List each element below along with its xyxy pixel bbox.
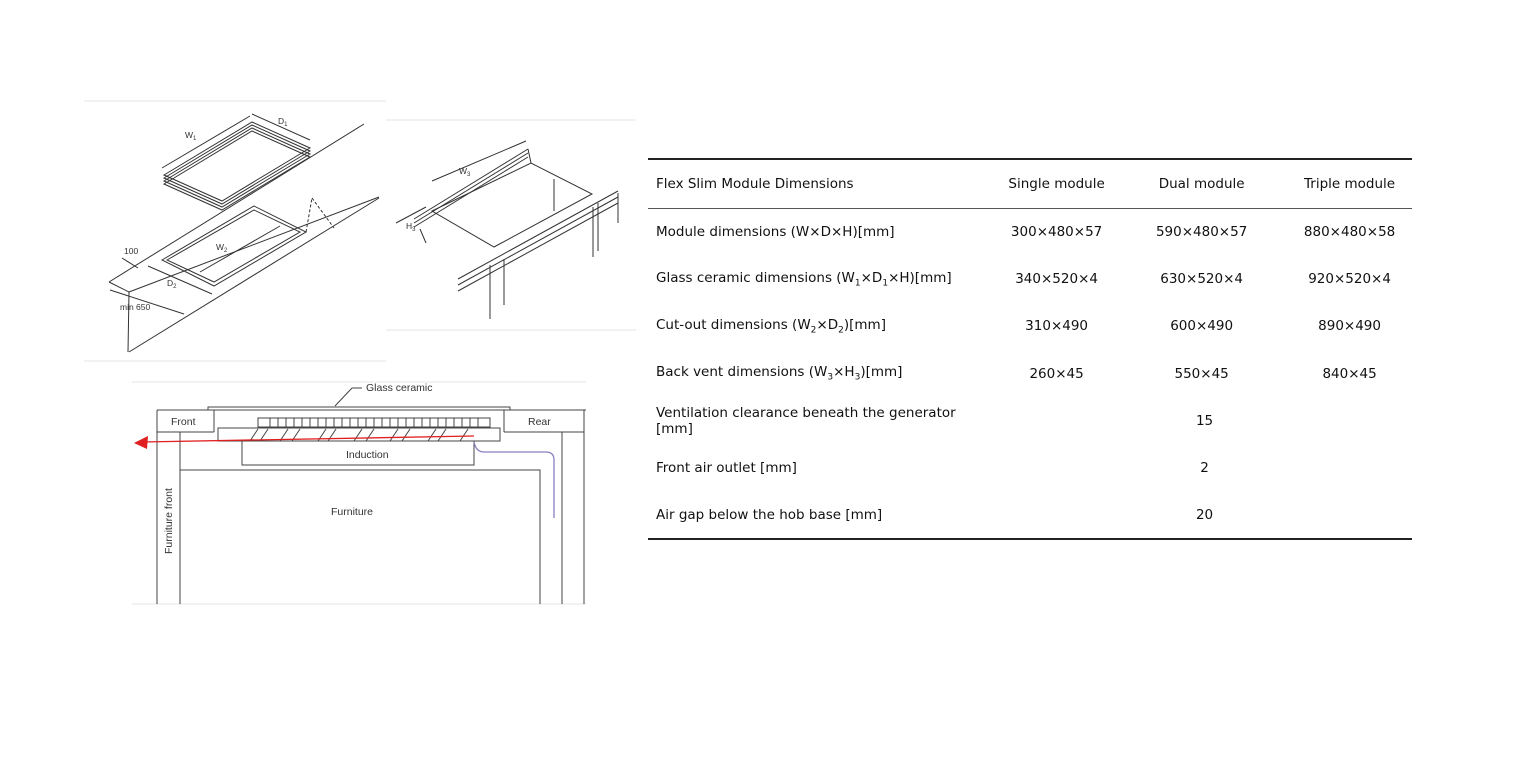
label-part: ×D xyxy=(860,269,883,286)
label-part: Back vent dimensions (W xyxy=(656,364,828,381)
label-part: Module dimensions (W xyxy=(656,223,810,240)
row-label: Back vent dimensions (W3×H3)[mm] xyxy=(648,350,997,397)
label-subscript: 2 xyxy=(810,325,817,336)
svg-text:H3: H3 xyxy=(406,221,416,233)
row-label: Cut-out dimensions (W2×D2)[mm] xyxy=(648,303,997,350)
svg-text:W2: W2 xyxy=(216,242,228,254)
table-row: Air gap below the hob base [mm] 20 xyxy=(648,491,1412,541)
svg-text:W3: W3 xyxy=(459,166,471,178)
label-part: )[mm] xyxy=(843,316,886,333)
row-label: Front air outlet [mm] xyxy=(656,460,797,477)
merged-value: 2 xyxy=(1200,460,1209,477)
vent-path-line xyxy=(473,441,555,518)
label-part: D xyxy=(820,223,831,240)
table-row: Module dimensions (W×D×H)[mm] 300×480×57… xyxy=(648,208,1412,255)
cross-section-diagram: Glass ceramic Front Rear Induction Furni… xyxy=(132,381,586,605)
label-part: ×H xyxy=(833,364,855,381)
value-dual: 590×480×57 xyxy=(1155,223,1248,240)
furniture-front-label: Furniture front xyxy=(163,488,175,554)
label-subscript: 3 xyxy=(854,372,861,383)
value-dual: 600×490 xyxy=(1170,318,1234,335)
d1-label: D xyxy=(278,116,284,126)
label-part: ×H)[mm] xyxy=(888,269,952,286)
table-header-row: Flex Slim Module Dimensions Single modul… xyxy=(648,158,1412,209)
value-dual: 630×520×4 xyxy=(1160,270,1243,287)
table-row: Back vent dimensions (W3×H3)[mm] 260×45 … xyxy=(648,350,1412,397)
svg-text:W1: W1 xyxy=(185,130,197,142)
w2-sub: 2 xyxy=(224,248,228,254)
w2-label: W xyxy=(216,242,224,252)
table-row: Ventilation clearance beneath the genera… xyxy=(648,397,1412,444)
h3-sub: 3 xyxy=(412,227,416,233)
glass-ceramic-label: Glass ceramic xyxy=(366,382,433,394)
d2-sub: 2 xyxy=(173,284,177,290)
isometric-back-vent-diagram: W3 H3 xyxy=(386,119,636,331)
w3-sub: 3 xyxy=(467,172,471,178)
label-part: × xyxy=(830,223,843,240)
label-part: Cut-out dimensions (W xyxy=(656,316,811,333)
value-single: 300×480×57 xyxy=(1010,223,1103,240)
dimension-100-label: 100 xyxy=(124,246,138,256)
w3-label: W xyxy=(459,166,467,176)
isometric-cutout-diagram: W1 D1 W2 D2 100 min 650 xyxy=(84,100,386,362)
row-label: Glass ceramic dimensions (W1×D1×H)[mm] xyxy=(648,255,997,302)
d1-sub: 1 xyxy=(284,122,288,128)
value-single: 340×520×4 xyxy=(1015,270,1098,287)
row-label: Module dimensions (W×D×H)[mm] xyxy=(648,208,997,255)
value-triple: 840×45 xyxy=(1322,365,1377,382)
header-module-dimensions: Flex Slim Module Dimensions xyxy=(648,158,998,209)
label-part: Glass ceramic dimensions (W xyxy=(656,269,855,286)
w1-label: W xyxy=(185,130,193,140)
row-label: Air gap below the hob base [mm] xyxy=(648,491,998,541)
value-triple: 920×520×4 xyxy=(1308,270,1391,287)
dimensions-table: Flex Slim Module Dimensions Single modul… xyxy=(648,158,1412,541)
value-single: 260×45 xyxy=(1029,365,1084,382)
header-single-module: Single module xyxy=(997,158,1117,209)
h3-label: H xyxy=(406,221,412,231)
merged-value: 15 xyxy=(1195,412,1214,429)
value-triple: 880×480×58 xyxy=(1303,223,1396,240)
w1-sub: 1 xyxy=(193,136,197,142)
label-part: × xyxy=(809,223,821,240)
svg-text:D1: D1 xyxy=(278,116,288,128)
airflow-arrow-line xyxy=(141,435,475,443)
value-triple: 890×490 xyxy=(1318,318,1381,335)
min-650-label: min 650 xyxy=(120,302,151,312)
label-subscript: 1 xyxy=(854,278,861,289)
label-subscript: 3 xyxy=(827,372,834,383)
label-part: H)[mm] xyxy=(842,223,895,240)
furniture-label: Furniture xyxy=(331,506,373,518)
label-part: )[mm] xyxy=(860,364,903,381)
label-subscript: 2 xyxy=(838,325,844,336)
label-subscript: 1 xyxy=(882,278,889,289)
row-label: Ventilation clearance beneath the genera… xyxy=(656,404,956,437)
induction-label: Induction xyxy=(346,449,389,461)
table-row: Glass ceramic dimensions (W1×D1×H)[mm] 3… xyxy=(648,255,1412,302)
header-triple-module: Triple module xyxy=(1287,158,1412,209)
header-dual-module: Dual module xyxy=(1116,158,1288,209)
d2-label: D xyxy=(167,278,173,288)
label-part: ×D xyxy=(816,316,839,333)
value-dual: 550×45 xyxy=(1174,365,1229,382)
front-label: Front xyxy=(171,416,196,428)
airflow-arrow-head xyxy=(134,436,148,449)
merged-value: 20 xyxy=(997,491,1412,541)
table-row: Front air outlet [mm] 2 xyxy=(648,444,1412,491)
value-single: 310×490 xyxy=(1025,318,1089,335)
table-row: Cut-out dimensions (W2×D2)[mm] 310×490 6… xyxy=(648,303,1412,350)
rear-label: Rear xyxy=(528,416,551,428)
svg-text:D2: D2 xyxy=(167,278,177,290)
